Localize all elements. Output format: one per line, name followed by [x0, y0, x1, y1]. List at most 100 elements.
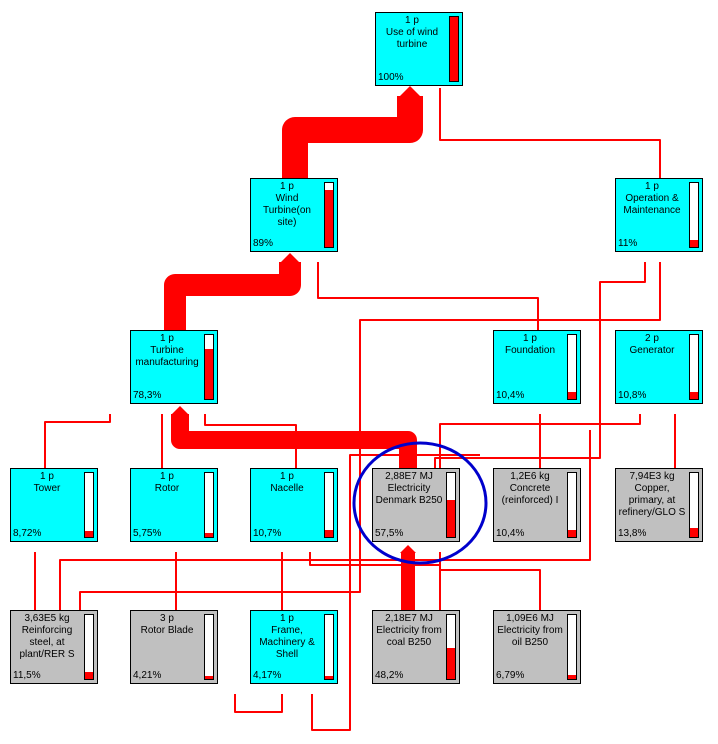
- flow-arrow: [279, 253, 301, 264]
- node-quantity: 1 p: [405, 15, 419, 26]
- node-quantity: 1,09E6 MJ: [506, 613, 554, 624]
- node-share-fill: [325, 190, 333, 247]
- flow-wind-turbine-to-use: [282, 96, 423, 178]
- node-quantity: 3 p: [160, 613, 174, 624]
- node-name: Wind Turbine(on site): [263, 193, 311, 228]
- node-quantity: 1 p: [280, 181, 294, 192]
- flow-manufacturing-to-wind-turbine: [164, 262, 301, 330]
- flow-thin-7: [44, 414, 111, 468]
- node-share-gauge: [324, 472, 334, 538]
- node-share-gauge: [567, 334, 577, 400]
- node-percent: 4,17%: [253, 670, 282, 681]
- node-share-gauge: [204, 472, 214, 538]
- node-share-fill: [205, 676, 213, 679]
- node-percent: 5,75%: [133, 528, 162, 539]
- node-share-gauge: [324, 182, 334, 248]
- node-quantity: 1 p: [160, 333, 174, 344]
- node-quantity: 7,94E3 kg: [629, 471, 675, 482]
- flow-thin-9: [204, 414, 297, 468]
- node-quantity: 1 p: [523, 333, 537, 344]
- node-share-fill: [690, 392, 698, 399]
- node-percent: 10,4%: [496, 528, 525, 539]
- flow-thin-1: [439, 88, 661, 178]
- node-percent: 11,5%: [13, 670, 41, 681]
- node-percent: 48,2%: [375, 670, 404, 681]
- node-name: Reinforcing steel, at plant/RER S: [19, 625, 75, 660]
- node-percent: 6,79%: [496, 670, 525, 681]
- node-share-fill: [450, 17, 458, 81]
- node-percent: 11%: [618, 238, 638, 249]
- node-percent: 57,5%: [375, 528, 404, 539]
- node-quantity: 3,63E5 kg: [24, 613, 70, 624]
- node-percent: 4,21%: [133, 670, 162, 681]
- flow-arrow: [171, 406, 189, 415]
- node-name: Rotor Blade: [140, 625, 194, 636]
- node-share-gauge: [84, 472, 94, 538]
- node-name: Generator: [629, 345, 675, 356]
- node-quantity: 2,88E7 MJ: [385, 471, 433, 482]
- node-name: Electricity from coal B250: [376, 625, 442, 648]
- node-share-fill: [690, 528, 698, 537]
- node-percent: 8,72%: [13, 528, 42, 539]
- node-share-gauge: [324, 614, 334, 680]
- node-quantity: 1 p: [280, 471, 294, 482]
- node-share-gauge: [449, 16, 459, 82]
- node-share-fill: [568, 392, 576, 399]
- node-percent: 78,3%: [133, 390, 162, 401]
- flow-thin-18: [234, 694, 283, 713]
- node-name: Copper, primary, at refinery/GLO S: [618, 483, 686, 518]
- node-share-gauge: [204, 334, 214, 400]
- node-share-fill: [85, 671, 93, 679]
- node-share-fill: [325, 530, 333, 537]
- node-share-gauge: [446, 614, 456, 680]
- node-share-fill: [205, 348, 213, 399]
- node-quantity: 2 p: [645, 333, 659, 344]
- node-name: Electricity Denmark B250: [375, 483, 443, 506]
- node-percent: 100%: [378, 72, 404, 83]
- node-share-fill: [568, 530, 576, 537]
- flow-thin-14: [440, 569, 541, 610]
- node-share-fill: [447, 500, 455, 537]
- node-share-gauge: [84, 614, 94, 680]
- flow-thin-16: [59, 430, 591, 610]
- node-share-fill: [325, 676, 333, 679]
- node-name: Electricity from oil B250: [497, 625, 563, 648]
- node-name: Turbine manufacturing: [135, 345, 199, 368]
- flow-arrow: [398, 86, 422, 98]
- node-percent: 13,8%: [618, 528, 647, 539]
- node-share-gauge: [689, 182, 699, 248]
- node-name: Foundation: [504, 345, 556, 356]
- node-name: Tower: [33, 483, 61, 494]
- node-percent: 10,7%: [253, 528, 282, 539]
- node-quantity: 1 p: [645, 181, 659, 192]
- flow-electricity-to-manufacturing: [171, 414, 417, 468]
- node-name: Concrete (reinforced) I: [501, 483, 559, 506]
- node-share-fill: [568, 674, 576, 679]
- node-name: Nacelle: [270, 483, 304, 494]
- node-share-gauge: [567, 472, 577, 538]
- node-share-gauge: [567, 614, 577, 680]
- node-percent: 10,4%: [496, 390, 525, 401]
- node-name: Rotor: [154, 483, 180, 494]
- node-share-fill: [205, 533, 213, 537]
- node-share-gauge: [204, 614, 214, 680]
- flow-thin-2: [317, 262, 539, 330]
